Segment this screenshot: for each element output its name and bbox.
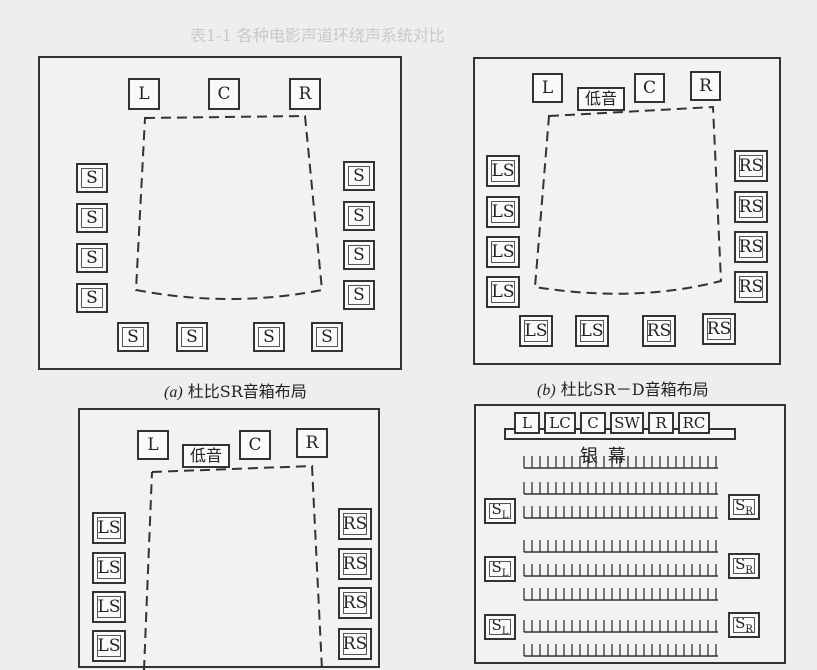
speaker-b-right-3: RS: [734, 231, 768, 263]
screen-speaker-c: C: [580, 412, 606, 434]
speaker-a-left-4: S: [76, 283, 108, 313]
speaker-b-rear-1: LS: [519, 315, 553, 347]
speaker-a-right-4: S: [343, 280, 375, 310]
seat-row: [523, 564, 718, 577]
speaker-b-right-2: RS: [734, 191, 768, 223]
speaker-c-left-1: LS: [92, 512, 126, 544]
speaker-a-right-2: S: [343, 201, 375, 231]
speaker-c-left-2: LS: [92, 552, 126, 584]
speaker-a-front-c: C: [208, 78, 240, 110]
speaker-c-right-4: RS: [338, 628, 372, 660]
speaker-a-right-3: S: [343, 240, 375, 270]
seat-row: [523, 540, 718, 553]
speaker-b-left-3: LS: [486, 236, 520, 268]
screen-outline-a: [134, 114, 324, 300]
speaker-d-right-3: SR: [728, 612, 760, 638]
screen-speaker-lc: LC: [544, 412, 576, 434]
speaker-b-right-4: RS: [734, 271, 768, 303]
speaker-c-left-4: LS: [92, 630, 126, 662]
speaker-a-right-1: S: [343, 161, 375, 191]
speaker-b-front-r: R: [690, 71, 721, 101]
screen-outline-c: [143, 464, 323, 670]
speaker-d-left-3: SL: [484, 614, 516, 640]
panel-d: L LC C SW R RC 银 幕 SL SL SL SR SR SR: [474, 404, 786, 664]
speaker-b-subwoofer: 低音: [577, 87, 625, 111]
speaker-c-right-2: RS: [338, 548, 372, 580]
faint-heading: 表1-1 各种电影声道环绕声系统对比: [190, 26, 445, 45]
speaker-c-left-3: LS: [92, 591, 126, 623]
screen-speakers-row: L LC C SW R RC: [514, 412, 710, 434]
speaker-c-right-1: RS: [338, 508, 372, 540]
screen-speaker-r: R: [648, 412, 674, 434]
speaker-a-front-l: L: [128, 78, 160, 110]
speaker-a-left-1: S: [76, 163, 108, 193]
speaker-a-rear-2: S: [176, 322, 208, 352]
panel-c: L 低音 C R LS LS LS LS RS RS RS RS: [78, 408, 380, 670]
speaker-b-rear-3: RS: [642, 315, 676, 347]
speaker-d-left-2: SL: [484, 556, 516, 582]
speaker-b-left-4: LS: [486, 276, 520, 308]
speaker-b-left-2: LS: [486, 196, 520, 228]
seat-row: [523, 482, 718, 495]
speaker-b-rear-2: LS: [575, 315, 609, 347]
seat-row: [523, 506, 718, 519]
caption-a: (a) 杜比SR音箱布局: [164, 382, 307, 401]
seat-row: [523, 456, 718, 469]
screen-label: 银 幕: [580, 446, 628, 467]
speaker-b-left-1: LS: [486, 155, 520, 187]
speaker-b-rear-4: RS: [702, 313, 736, 345]
speaker-a-rear-4: S: [311, 322, 343, 352]
speaker-b-front-c: C: [634, 73, 665, 103]
screen-speaker-rc: RC: [678, 412, 710, 434]
screen-speaker-sw: SW: [610, 412, 644, 434]
speaker-d-left-1: SL: [484, 498, 516, 524]
speaker-a-rear-3: S: [253, 322, 285, 352]
panel-a-dolby-sr: L C R S S S S S S S S S S S S: [38, 56, 402, 370]
speaker-d-right-1: SR: [728, 494, 760, 520]
seat-row: [523, 644, 718, 657]
speaker-a-left-2: S: [76, 203, 108, 233]
speaker-c-front-r: R: [296, 428, 328, 458]
speaker-c-front-l: L: [137, 430, 169, 460]
speaker-c-right-3: RS: [338, 587, 372, 619]
seat-row: [523, 620, 718, 633]
screen-speaker-l: L: [514, 412, 540, 434]
speaker-c-front-c: C: [239, 430, 271, 460]
screen-outline-b: [533, 105, 723, 295]
seat-row: [523, 588, 718, 601]
panel-b-dolby-sr-d: L 低音 C R LS LS LS LS RS RS RS RS LS LS R…: [473, 57, 781, 365]
speaker-b-right-1: RS: [734, 150, 768, 182]
speaker-a-rear-1: S: [117, 322, 149, 352]
speaker-a-left-3: S: [76, 243, 108, 273]
speaker-d-right-2: SR: [728, 553, 760, 579]
speaker-a-front-r: R: [289, 78, 321, 110]
speaker-b-front-l: L: [532, 73, 563, 103]
caption-b: (b) 杜比SR－D音箱布局: [537, 380, 709, 399]
speaker-c-subwoofer: 低音: [182, 444, 230, 468]
